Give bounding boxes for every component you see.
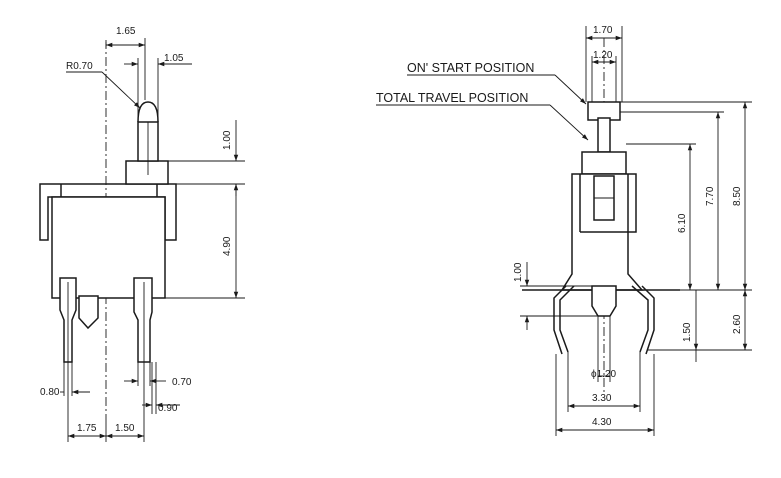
dim-post-diameter: ϕ1.20 bbox=[591, 369, 617, 380]
dim-height-770: 7.70 bbox=[705, 186, 716, 206]
dim-top-outer: 1.70 bbox=[593, 25, 613, 36]
dim-stem-width: 1.05 bbox=[164, 53, 184, 64]
left-actuator-cap bbox=[125, 160, 169, 185]
right-leg-right bbox=[631, 285, 649, 353]
dim-pin-width-right: 0.70 bbox=[172, 377, 192, 388]
right-center-post bbox=[591, 285, 617, 317]
left-terminal-pin-2 bbox=[133, 277, 153, 363]
dim-pin-thickness: 0.90 bbox=[158, 403, 178, 414]
label-on-start-position: ON' START POSITION bbox=[407, 61, 534, 75]
left-stem-radius bbox=[137, 101, 159, 123]
dim-pitch-left: 1.75 bbox=[77, 423, 97, 434]
dim-height-260: 2.60 bbox=[732, 314, 743, 334]
dim-pitch-right: 1.50 bbox=[115, 423, 135, 434]
dim-height-610: 6.10 bbox=[677, 213, 688, 233]
dim-height-150: 1.50 bbox=[682, 322, 693, 342]
dim-radius: R0.70 bbox=[66, 61, 93, 72]
right-stem bbox=[597, 117, 611, 153]
left-side-view: 1.65 1.05 R0.70 1.00 4.90 0.80 0.70 bbox=[39, 26, 245, 442]
dim-top-width: 1.65 bbox=[116, 26, 136, 37]
right-leg-left bbox=[559, 285, 575, 353]
dim-width-430: 4.30 bbox=[592, 417, 612, 428]
dim-top-inner: 1.20 bbox=[593, 50, 613, 61]
label-total-travel-position: TOTAL TRAVEL POSITION bbox=[376, 91, 528, 105]
dim-width-330: 3.30 bbox=[592, 393, 612, 404]
right-front-view: 1.70 1.20 ON' START POSITION TOTAL TRAVE… bbox=[376, 25, 752, 436]
dim-body-height: 4.90 bbox=[222, 236, 233, 256]
dim-cap-height: 1.00 bbox=[222, 130, 233, 150]
left-center-post bbox=[78, 295, 99, 330]
right-actuator-cap bbox=[581, 151, 627, 175]
dim-pin-width-left: 0.80 bbox=[40, 387, 60, 398]
dim-height-100: 1.00 bbox=[513, 262, 524, 282]
dim-height-850: 8.50 bbox=[732, 186, 743, 206]
